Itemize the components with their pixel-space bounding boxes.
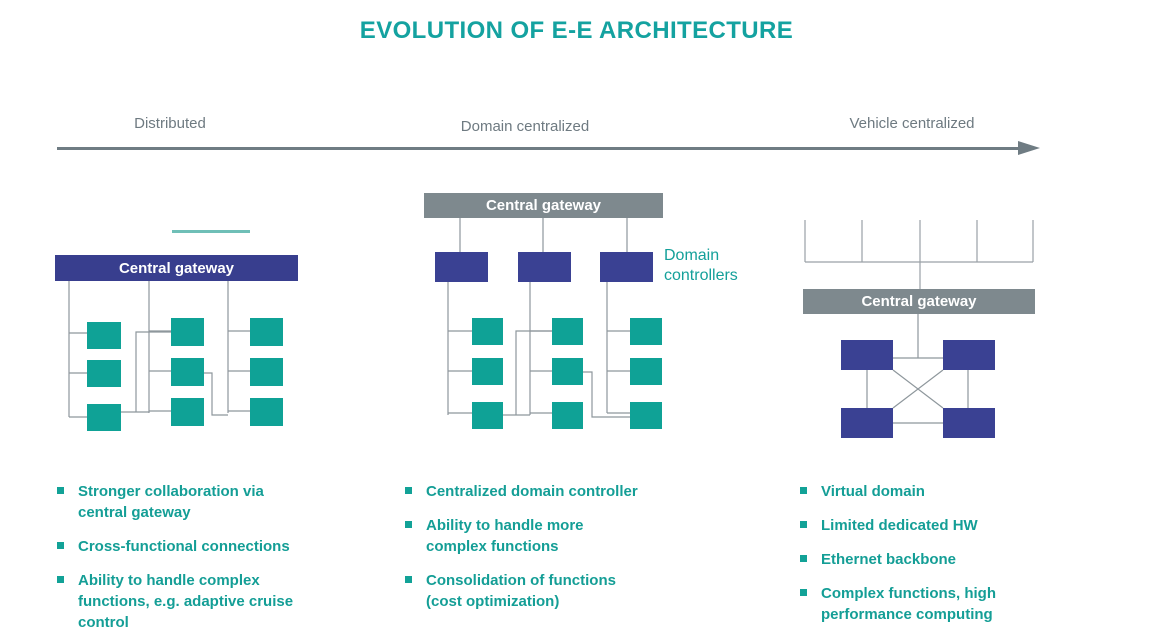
bullet-square-icon bbox=[800, 555, 807, 562]
list-item: Cross-functional connections bbox=[57, 536, 327, 557]
timeline-arrow-line bbox=[57, 147, 1020, 150]
ecu-box bbox=[552, 358, 583, 385]
bullet-square-icon bbox=[57, 487, 64, 494]
ecu-box bbox=[171, 358, 204, 386]
stage-label-distributed: Distributed bbox=[134, 115, 206, 132]
list-item: Ethernet backbone bbox=[800, 549, 1050, 570]
list-item: Centralized domain controller bbox=[405, 481, 655, 502]
bullet-square-icon bbox=[405, 521, 412, 528]
vehicle-central-gateway-bar: Central gateway bbox=[803, 289, 1035, 314]
ecu-box bbox=[87, 322, 121, 349]
domain-centralized-bullet-list: Centralized domain controller Ability to… bbox=[405, 481, 655, 625]
domain-controllers-label: Domain controllers bbox=[664, 247, 738, 284]
ecu-box bbox=[250, 358, 283, 386]
vehicle-centralized-bullet-list: Virtual domain Limited dedicated HW Ethe… bbox=[800, 481, 1050, 631]
compute-node-box bbox=[943, 340, 995, 370]
bullet-square-icon bbox=[57, 576, 64, 583]
bullet-square-icon bbox=[405, 487, 412, 494]
ecu-box bbox=[171, 398, 204, 426]
ecu-box bbox=[472, 402, 503, 429]
bullet-square-icon bbox=[800, 589, 807, 596]
compute-node-box bbox=[841, 408, 893, 438]
gateway-label: Central gateway bbox=[118, 259, 235, 277]
compute-node-box bbox=[943, 408, 995, 438]
distributed-bullet-list: Stronger collaboration via central gatew… bbox=[57, 481, 327, 631]
ecu-box bbox=[630, 358, 662, 385]
ecu-box bbox=[171, 318, 204, 346]
domain-controller-box bbox=[435, 252, 488, 282]
ecu-box bbox=[250, 398, 283, 426]
stage-label-domain-centralized: Domain centralized bbox=[460, 118, 590, 135]
bullet-square-icon bbox=[57, 542, 64, 549]
domain-controller-box bbox=[518, 252, 571, 282]
ecu-box bbox=[472, 358, 503, 385]
list-item: Limited dedicated HW bbox=[800, 515, 1050, 536]
bullet-square-icon bbox=[800, 521, 807, 528]
list-item: Stronger collaboration via central gatew… bbox=[57, 481, 327, 523]
ecu-box bbox=[87, 360, 121, 387]
timeline-arrowhead-icon bbox=[1018, 141, 1040, 155]
domain-controller-box bbox=[600, 252, 653, 282]
bullet-square-icon bbox=[405, 576, 412, 583]
ecu-box bbox=[472, 318, 503, 345]
page-title: EVOLUTION OF E-E ARCHITECTURE bbox=[359, 17, 794, 44]
list-item: Consolidation of functions (cost optimiz… bbox=[405, 570, 655, 612]
list-item: Ability to handle complex functions, e.g… bbox=[57, 570, 327, 631]
distributed-central-gateway-bar: Central gateway bbox=[55, 255, 298, 281]
list-item: Virtual domain bbox=[800, 481, 1050, 502]
ecu-box bbox=[250, 318, 283, 346]
ecu-box bbox=[630, 318, 662, 345]
ecu-box bbox=[87, 404, 121, 431]
domain-central-gateway-bar: Central gateway bbox=[424, 193, 663, 218]
gateway-label: Central gateway bbox=[485, 197, 602, 214]
gateway-label: Central gateway bbox=[861, 293, 977, 310]
ecu-box bbox=[630, 402, 662, 429]
stage-label-vehicle-centralized: Vehicle centralized bbox=[849, 115, 975, 132]
list-item: Ability to handle more complex functions bbox=[405, 515, 655, 557]
bullet-square-icon bbox=[800, 487, 807, 494]
compute-node-box bbox=[841, 340, 893, 370]
cropped-teal-strip bbox=[172, 230, 250, 233]
ecu-box bbox=[552, 318, 583, 345]
list-item: Complex functions, high performance comp… bbox=[800, 583, 1050, 625]
ecu-box bbox=[552, 402, 583, 429]
